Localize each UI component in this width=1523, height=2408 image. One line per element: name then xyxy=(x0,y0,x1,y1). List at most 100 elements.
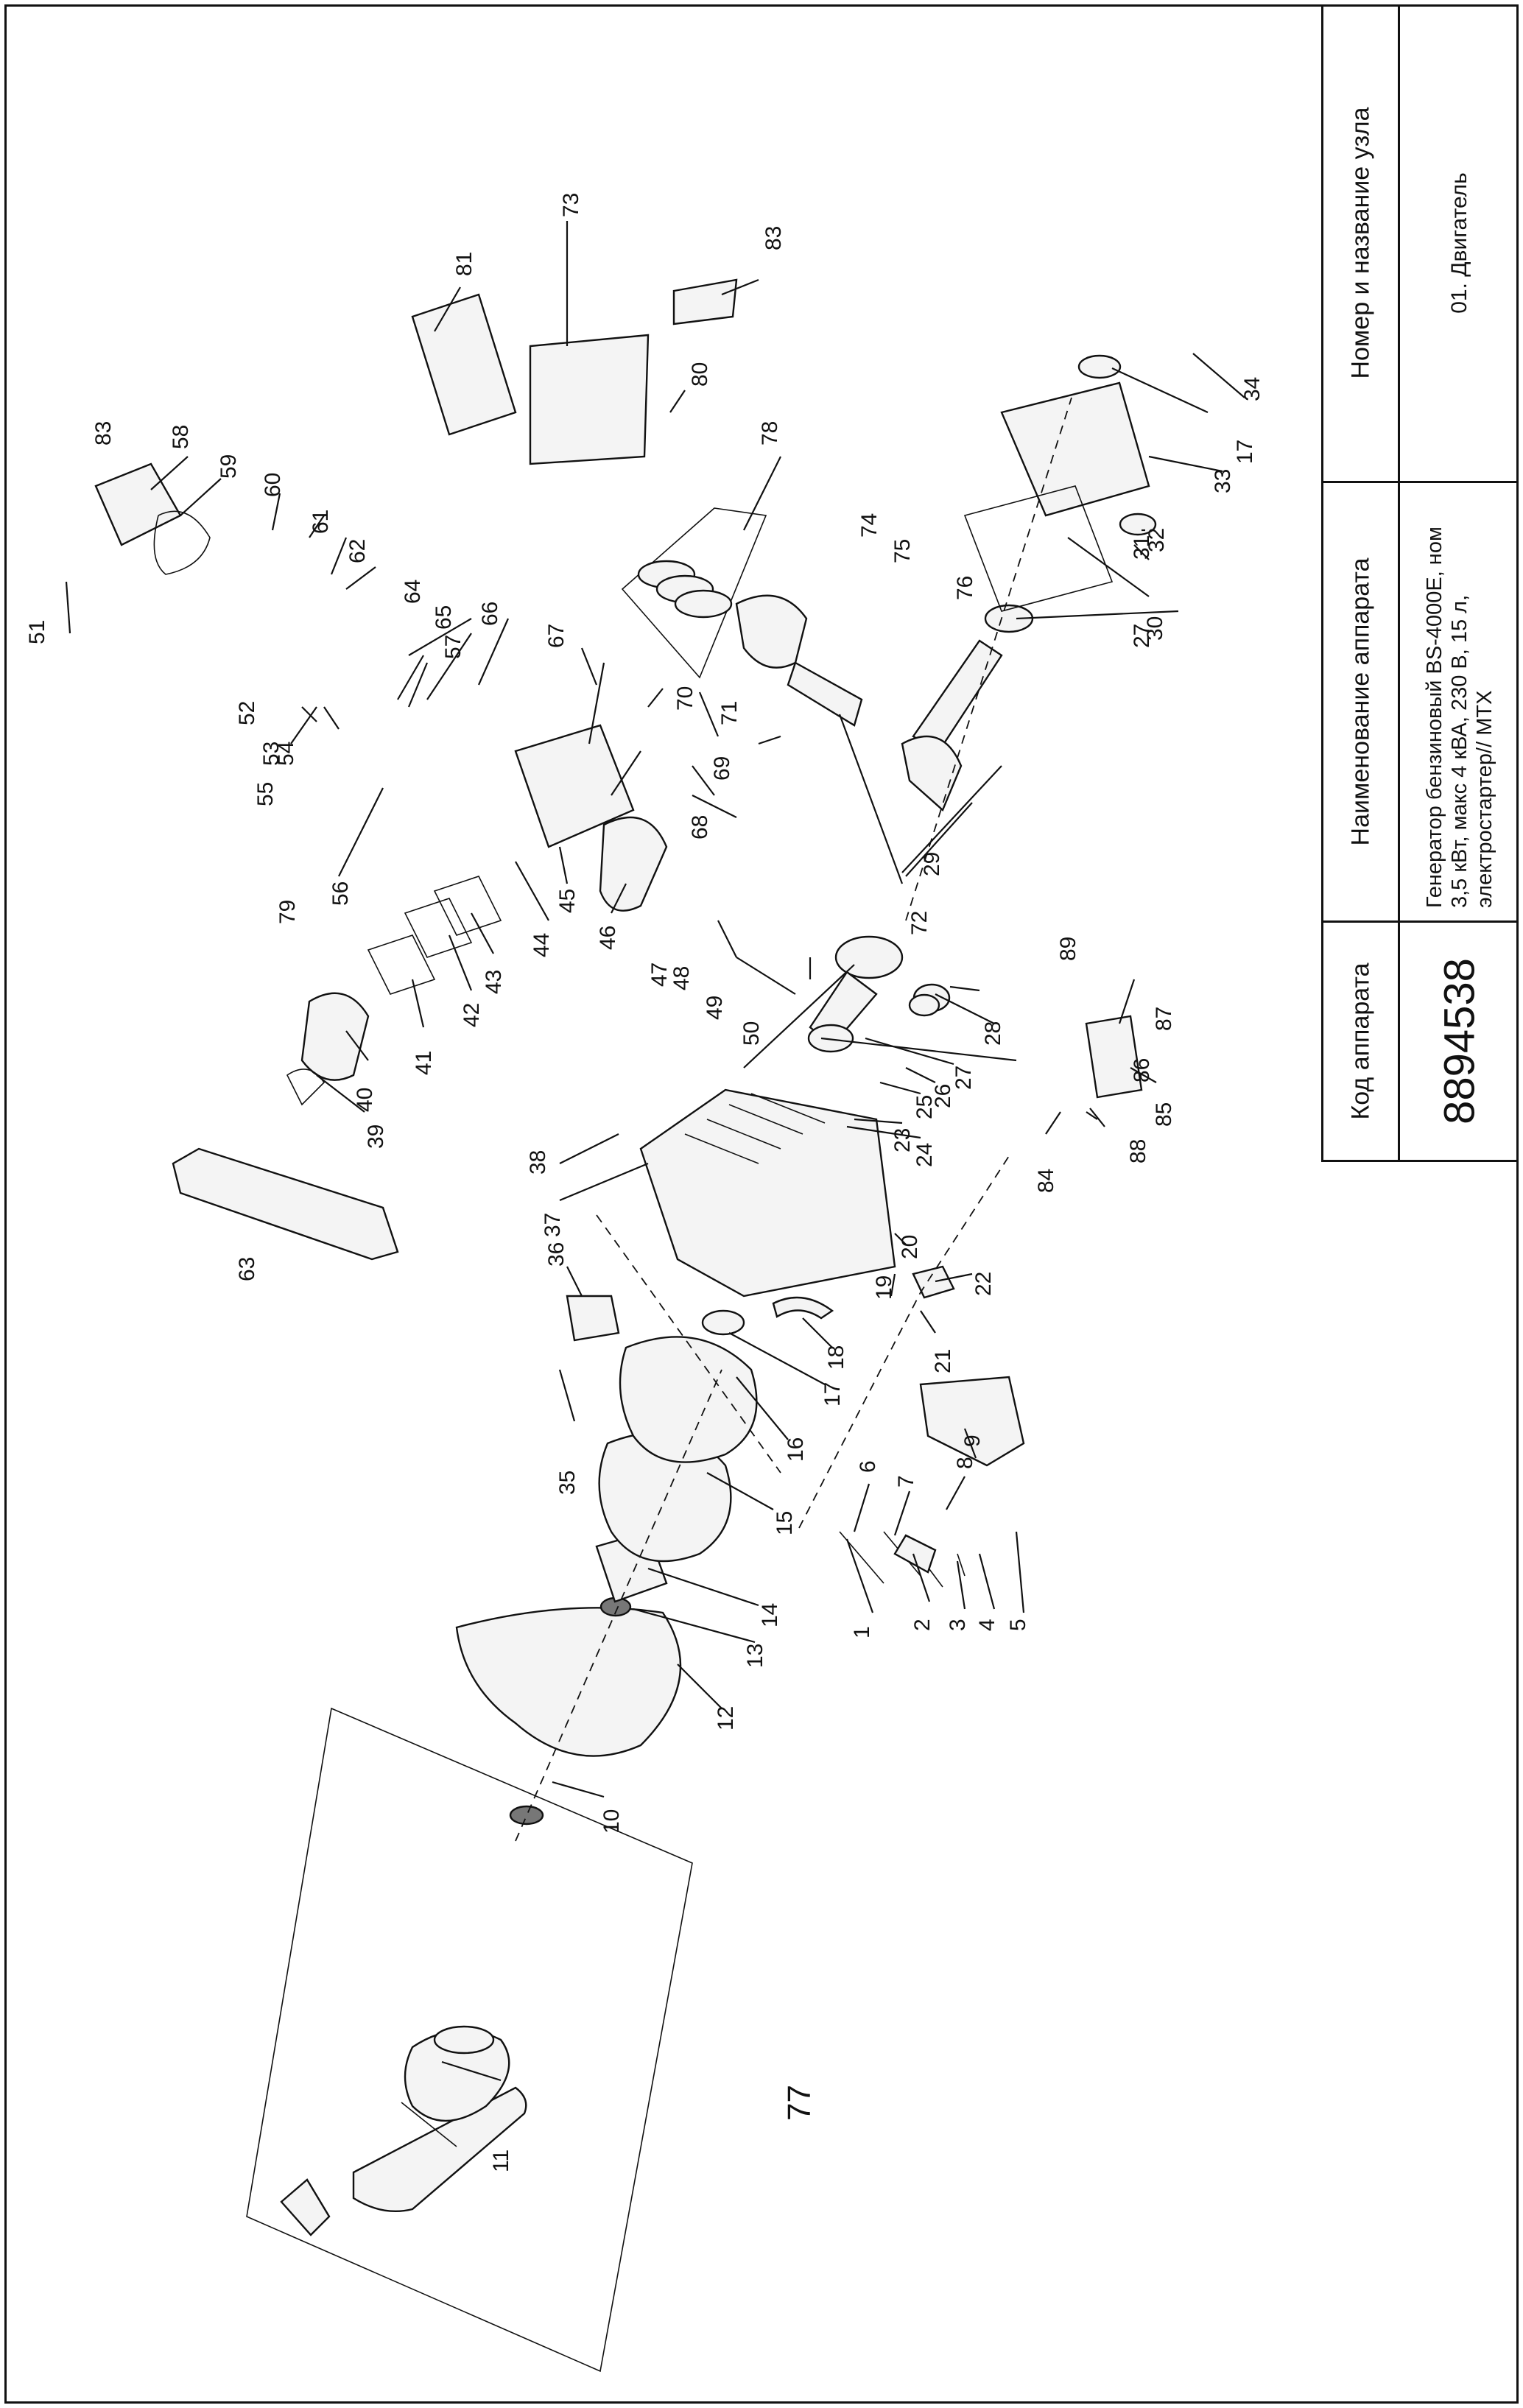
callout-55: 55 xyxy=(253,782,278,806)
callout-81: 81 xyxy=(452,252,476,276)
callout-9: 9 xyxy=(960,1434,985,1447)
callout-79: 79 xyxy=(275,900,300,924)
callout-5: 5 xyxy=(1006,1619,1030,1631)
callout-6: 6 xyxy=(856,1460,880,1473)
callout-78: 78 xyxy=(758,421,782,446)
callout-48: 48 xyxy=(669,966,694,990)
callout-22: 22 xyxy=(971,1272,996,1296)
callout-25: 25 xyxy=(912,1095,937,1119)
callout-17b: 17 xyxy=(1233,440,1257,464)
callout-52: 52 xyxy=(235,701,259,725)
leader-lines xyxy=(65,221,1245,2082)
callout-26: 26 xyxy=(931,1084,955,1108)
callout-19: 19 xyxy=(872,1275,896,1300)
callout-41: 41 xyxy=(412,1051,436,1075)
oil-alert-sensor xyxy=(912,1265,955,1299)
callout-71: 71 xyxy=(717,701,742,725)
callout-20: 20 xyxy=(898,1235,922,1259)
callout-16: 16 xyxy=(784,1437,808,1462)
connecting-rod xyxy=(787,661,863,727)
callout-46: 46 xyxy=(596,926,620,950)
node-value-cell: 01. Двигатель xyxy=(1400,4,1519,483)
callout-15: 15 xyxy=(773,1511,797,1535)
callout-39: 39 xyxy=(364,1124,388,1149)
callout-31: 31 xyxy=(1130,535,1154,560)
callout-27a: 27 xyxy=(952,1066,976,1090)
callout-68: 68 xyxy=(688,815,712,839)
callout-83b: 83 xyxy=(91,421,116,446)
code-header-cell: Код аппарата xyxy=(1323,923,1400,1160)
callout-44: 44 xyxy=(530,933,554,957)
callout-66: 66 xyxy=(478,602,502,626)
callout-70: 70 xyxy=(673,686,697,711)
node-value: 01. Двигатель xyxy=(1446,172,1471,314)
callout-38: 38 xyxy=(526,1150,550,1175)
callout-77: 77 xyxy=(781,2085,817,2121)
callout-28: 28 xyxy=(981,1021,1005,1046)
carburetor xyxy=(300,992,370,1081)
node-header: Номер и название узла xyxy=(1346,106,1374,379)
callout-42: 42 xyxy=(460,1003,484,1027)
muffler-bracket xyxy=(672,278,738,325)
callout-57: 57 xyxy=(441,635,465,659)
callout-58: 58 xyxy=(169,425,193,449)
callout-86: 86 xyxy=(1130,1058,1154,1082)
callout-12: 12 xyxy=(714,1706,738,1731)
callout-10: 10 xyxy=(599,1809,624,1834)
callout-45: 45 xyxy=(555,889,580,913)
callout-84: 84 xyxy=(1034,1169,1058,1193)
callout-73: 73 xyxy=(559,193,583,217)
muffler-guard xyxy=(411,293,517,436)
callout-2: 2 xyxy=(910,1619,935,1631)
name-header-cell: Наименование аппарата xyxy=(1323,483,1400,923)
callout-37: 37 xyxy=(541,1213,565,1237)
air-filter xyxy=(172,1147,399,1261)
valve-cover xyxy=(94,462,182,546)
callout-49: 49 xyxy=(703,996,727,1020)
cylinder-head xyxy=(514,724,635,848)
callout-83a: 83 xyxy=(762,226,786,250)
callout-36: 36 xyxy=(544,1242,569,1267)
callout-88: 88 xyxy=(1126,1139,1150,1163)
callout-64: 64 xyxy=(401,580,425,604)
crankshaft xyxy=(912,639,1003,753)
callout-69: 69 xyxy=(710,756,734,781)
callout-27b: 27 xyxy=(1130,624,1154,648)
callout-51: 51 xyxy=(25,620,49,644)
callout-3: 3 xyxy=(946,1619,970,1631)
node-header-cell: Номер и название узла xyxy=(1323,4,1400,483)
callout-63: 63 xyxy=(235,1257,259,1281)
code-header: Код аппарата xyxy=(1346,962,1374,1120)
flywheel xyxy=(619,1336,758,1463)
callout-54: 54 xyxy=(274,742,298,766)
callout-89: 89 xyxy=(1056,937,1080,961)
callout-75: 75 xyxy=(890,539,915,563)
callout-30: 30 xyxy=(1143,616,1167,641)
callout-35: 35 xyxy=(555,1471,580,1495)
name-header: Наименование аппарата xyxy=(1346,557,1374,846)
crankcase xyxy=(639,1088,896,1298)
exploded-view-diagram: 1 2 3 4 5 6 7 8 9 10 11 12 13 14 15 16 1… xyxy=(25,193,1265,2373)
callout-1: 1 xyxy=(850,1626,874,1638)
callout-87: 87 xyxy=(1152,1007,1176,1031)
callout-72: 72 xyxy=(907,911,932,935)
callout-80: 80 xyxy=(688,362,712,387)
governor-arm xyxy=(919,1376,1025,1467)
device-code-value: 8894538 xyxy=(1435,958,1483,1124)
crankcase-cover xyxy=(1000,381,1150,517)
callout-24: 24 xyxy=(912,1143,937,1167)
head-gasket xyxy=(599,816,668,912)
callout-labels: 1 2 3 4 5 6 7 8 9 10 11 12 13 14 15 16 1… xyxy=(25,193,1265,2172)
fan-cover xyxy=(455,1607,682,1757)
callout-17a: 17 xyxy=(820,1382,845,1407)
callout-11: 11 xyxy=(489,2150,513,2172)
muffler xyxy=(529,334,650,465)
callout-85: 85 xyxy=(1152,1102,1176,1127)
callout-60: 60 xyxy=(261,473,285,497)
callout-7: 7 xyxy=(894,1475,918,1488)
callout-34: 34 xyxy=(1240,377,1265,401)
callout-29: 29 xyxy=(920,852,944,876)
dipstick-18 xyxy=(772,1296,834,1320)
callout-33: 33 xyxy=(1211,469,1235,493)
callout-76: 76 xyxy=(953,576,977,600)
